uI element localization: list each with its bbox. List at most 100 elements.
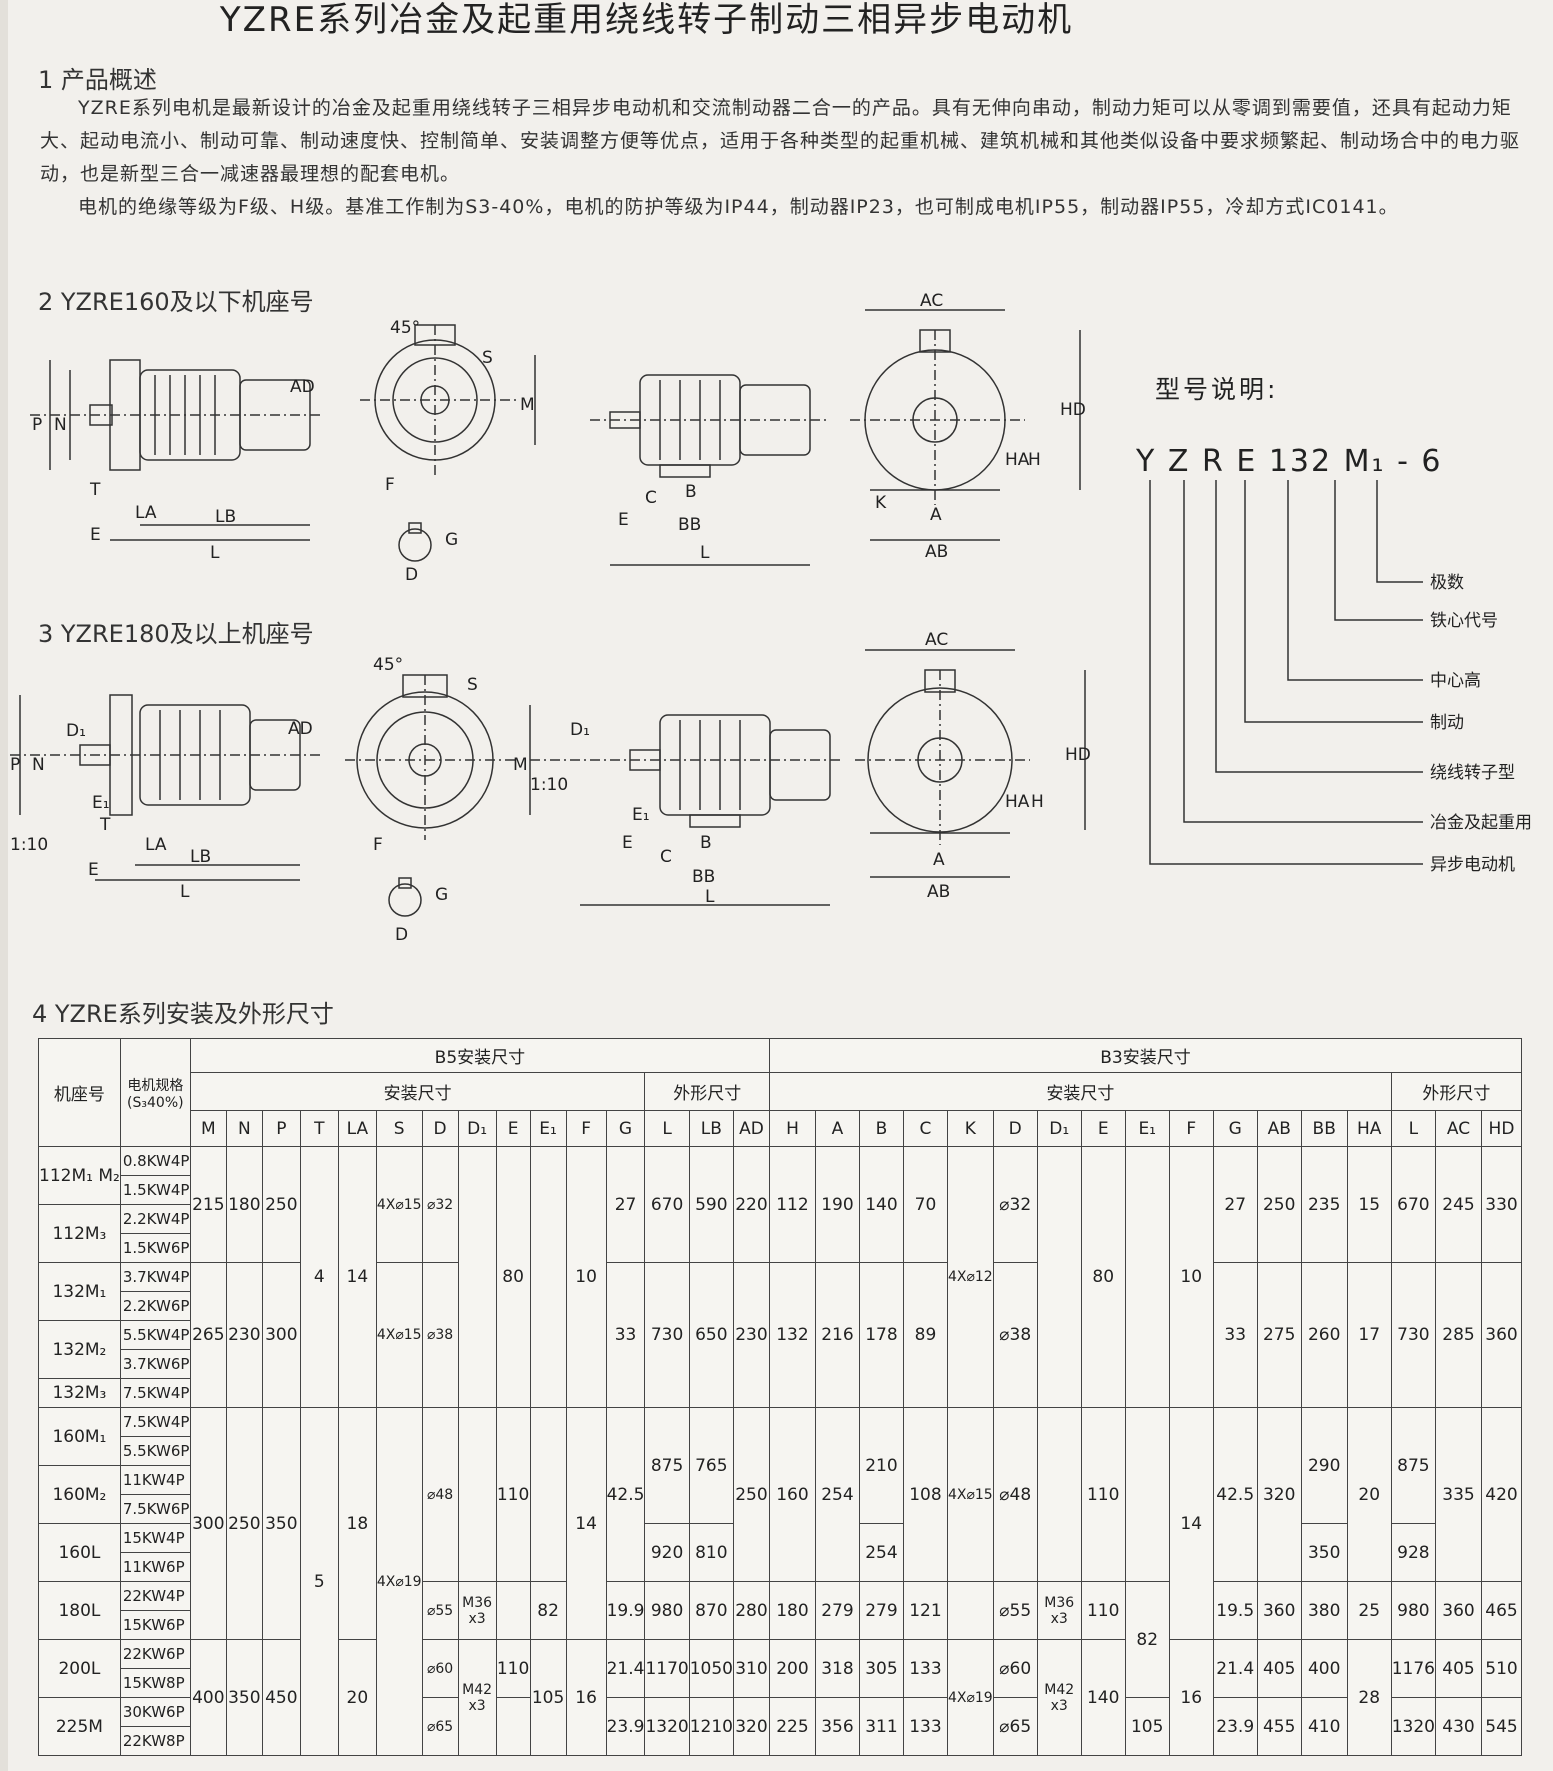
header-b5-install: 安装尺寸 xyxy=(189,1072,646,1111)
cell: 254 xyxy=(858,1523,904,1582)
cell: 300 xyxy=(189,1407,227,1640)
cell: 15 xyxy=(1346,1146,1392,1263)
legend-core-code: 铁心代号 xyxy=(1430,611,1498,631)
drawing-large-b5-side: D₁ P N E₁ T 1:10 LA E LB L AD xyxy=(10,680,320,904)
dimensions-table: 机座号 电机规格(S₃40%) B5安装尺寸 B3安装尺寸 安装尺寸 外形尺寸 … xyxy=(38,1038,1522,1756)
dim-c: C xyxy=(645,488,657,508)
cell: 465 xyxy=(1480,1581,1522,1640)
cell: 20 xyxy=(337,1639,377,1756)
col-f-b3: F xyxy=(1168,1110,1214,1147)
cell: 133 xyxy=(902,1697,948,1756)
dim-ha-large: HA xyxy=(1005,792,1030,812)
cell: 10 xyxy=(1168,1146,1214,1408)
cell: 250 xyxy=(225,1407,263,1640)
cell: 18 xyxy=(337,1407,377,1640)
cell: 590 xyxy=(688,1146,734,1263)
cell: 279 xyxy=(814,1581,860,1640)
dim-m-large: M xyxy=(513,755,528,775)
overview-text: YZRE系列电机是最新设计的冶金及起重用绕线转子三相异步电动机和交流制动器二合一… xyxy=(40,92,1530,224)
dim-c-large: C xyxy=(660,847,672,867)
cell: 250 xyxy=(1256,1146,1302,1263)
cell: 105 xyxy=(529,1639,567,1756)
cell: 4 xyxy=(299,1146,339,1408)
cell: 230 xyxy=(732,1262,770,1408)
cell: 225 xyxy=(768,1697,816,1756)
dim-d1-b3: D₁ xyxy=(570,720,590,740)
cell: 730 xyxy=(1390,1262,1436,1408)
spec-row: 1.5KW4P xyxy=(119,1175,191,1205)
spec-row: 11KW4P xyxy=(119,1465,191,1495)
spec-row: 30KW6P xyxy=(119,1697,191,1727)
cell: 140 xyxy=(858,1146,904,1263)
cell: 405 xyxy=(1434,1639,1482,1698)
spec-row: 7.5KW4P xyxy=(119,1407,191,1437)
spec-row: 22KW8P xyxy=(119,1726,191,1756)
dim-f-large: F xyxy=(373,835,383,855)
cell: 420 xyxy=(1480,1407,1522,1582)
dim-45-large: 45° xyxy=(373,655,403,675)
cell: 1320 xyxy=(1390,1697,1436,1756)
dim-e-large: E xyxy=(88,860,99,880)
col-l: L xyxy=(644,1110,690,1147)
drawing-large-b5-flange: 45° S M F G D xyxy=(345,650,545,954)
cell: 335 xyxy=(1434,1407,1482,1582)
cell: 220 xyxy=(732,1146,770,1263)
cell: 16 xyxy=(565,1639,607,1756)
cell: 285 xyxy=(1434,1262,1482,1408)
dim-taper: 1:10 xyxy=(10,835,48,855)
col-d1: D₁ xyxy=(457,1110,497,1147)
cell: 275 xyxy=(1256,1262,1302,1408)
dim-d-large: D xyxy=(395,925,408,945)
cell: 27 xyxy=(605,1146,646,1263)
dim-p: P xyxy=(32,415,42,435)
cell: 89 xyxy=(902,1262,948,1408)
cell: 400 xyxy=(189,1639,227,1756)
cell: 4X⌀15 xyxy=(375,1146,423,1263)
col-d: D xyxy=(421,1110,459,1147)
dim-la-large: LA xyxy=(145,835,167,855)
col-m: M xyxy=(189,1110,227,1147)
dim-h-large: H xyxy=(1031,792,1044,812)
cell-empty xyxy=(1124,1407,1170,1582)
dim-a-large: A xyxy=(933,850,945,870)
spec-row: 3.7KW6P xyxy=(119,1349,191,1379)
cell: 410 xyxy=(1300,1697,1348,1756)
dim-l: L xyxy=(210,543,220,563)
cell: 17 xyxy=(1346,1262,1392,1408)
col-bb: BB xyxy=(1300,1110,1348,1147)
col-a: A xyxy=(814,1110,860,1147)
dim-k: K xyxy=(875,493,887,513)
dim-b: B xyxy=(685,482,697,502)
dim-ha: HA xyxy=(1005,450,1030,470)
cell: 27 xyxy=(1212,1146,1258,1263)
cell-empty xyxy=(529,1146,567,1408)
dim-ac: AC xyxy=(920,291,943,311)
legend-wound-rotor: 绕线转子型 xyxy=(1430,763,1515,783)
frame-200l: 200L xyxy=(38,1639,121,1698)
cell-empty xyxy=(1124,1146,1170,1408)
header-b3: B3安装尺寸 xyxy=(768,1038,1522,1073)
drawing-large-b3-end: AC HD HA H A AB xyxy=(855,625,1105,909)
spec-row: 15KW4P xyxy=(119,1523,191,1553)
spec-row: 2.2KW6P xyxy=(119,1291,191,1321)
dim-d1: D₁ xyxy=(66,721,86,741)
cell: 82 xyxy=(1124,1581,1170,1698)
spec-row: 1.5KW6P xyxy=(119,1233,191,1263)
cell: 112 xyxy=(768,1146,816,1263)
col-t: T xyxy=(299,1110,339,1147)
cell: M36 x3 xyxy=(1036,1581,1082,1640)
spec-row: 2.2KW4P xyxy=(119,1204,191,1234)
cell: 254 xyxy=(814,1407,860,1582)
cell: 180 xyxy=(768,1581,816,1640)
cell: 260 xyxy=(1300,1262,1348,1408)
cell: 23.9 xyxy=(605,1697,646,1756)
frame-132m1: 132M₁ xyxy=(38,1262,121,1321)
dim-hd-large: HD xyxy=(1065,745,1091,765)
frame-225m: 225M xyxy=(38,1697,121,1756)
frame-132m3: 132M₃ xyxy=(38,1378,121,1408)
cell: 178 xyxy=(858,1262,904,1408)
cell: 870 xyxy=(688,1581,734,1640)
cell: 216 xyxy=(814,1262,860,1408)
drawing-small-b5-side: AD P N T LA E LB L xyxy=(30,340,320,584)
dim-lb: LB xyxy=(215,507,236,527)
